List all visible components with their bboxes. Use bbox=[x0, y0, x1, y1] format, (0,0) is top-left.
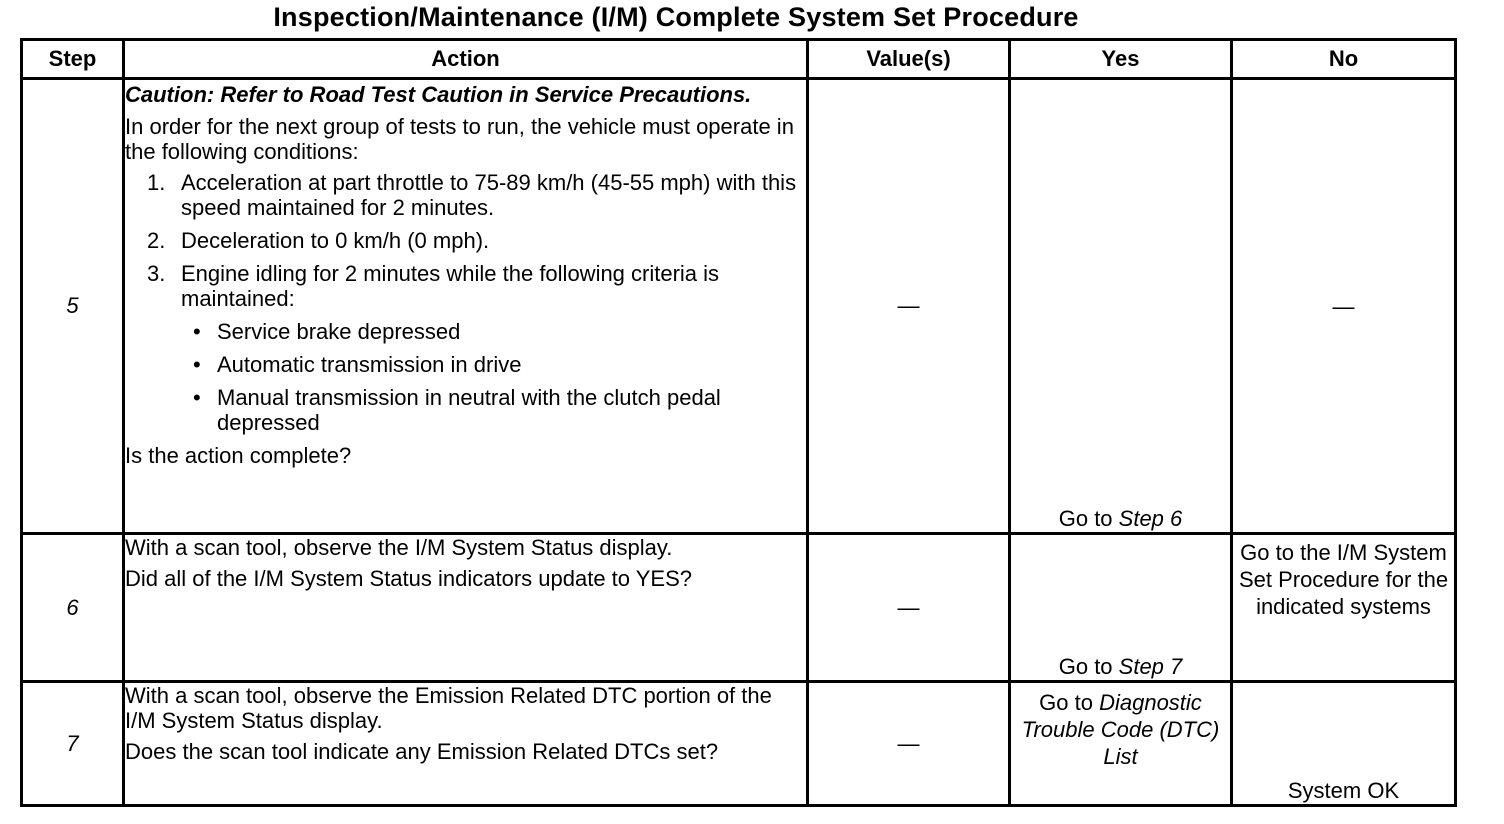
yes-cell: Go to Step 6 bbox=[1008, 77, 1233, 535]
value-cell: — bbox=[806, 77, 1011, 535]
value-cell: — bbox=[806, 680, 1011, 807]
action-cell: With a scan tool, observe the Emission R… bbox=[122, 680, 809, 807]
yes-step-link[interactable]: Step 6 bbox=[1118, 506, 1183, 531]
caution-text: Caution: Refer to Road Test Caution in S… bbox=[125, 82, 752, 107]
no-cell: — bbox=[1230, 77, 1457, 535]
list-number: 3. bbox=[147, 261, 166, 286]
header-step: Step bbox=[20, 38, 125, 80]
question-text: Does the scan tool indicate any Emission… bbox=[125, 739, 719, 764]
condition-list: 1. Acceleration at part throttle to 75-8… bbox=[125, 170, 806, 435]
header-no: No bbox=[1230, 38, 1457, 80]
header-action: Action bbox=[122, 38, 809, 80]
list-item: • Automatic transmission in drive bbox=[181, 352, 806, 377]
procedure-table: Step Action Value(s) Yes No 5 Caution: R… bbox=[20, 38, 1457, 807]
instruction-text: With a scan tool, observe the I/M System… bbox=[125, 535, 673, 560]
list-text: Acceleration at part throttle to 75-89 k… bbox=[181, 170, 797, 220]
no-cell: System OK bbox=[1230, 680, 1457, 807]
list-text: Manual transmission in neutral with the … bbox=[217, 385, 721, 435]
yes-cell: Go to Diagnostic Trouble Code (DTC) List bbox=[1008, 680, 1233, 807]
list-text: Service brake depressed bbox=[217, 319, 461, 344]
list-item: 1. Acceleration at part throttle to 75-8… bbox=[125, 170, 806, 220]
action-cell: Caution: Refer to Road Test Caution in S… bbox=[122, 77, 809, 535]
intro-text: In order for the next group of tests to … bbox=[125, 114, 794, 164]
bullet-icon: • bbox=[193, 319, 201, 344]
yes-step-link[interactable]: Step 7 bbox=[1118, 654, 1183, 679]
step-number: 5 bbox=[20, 77, 125, 535]
list-number: 2. bbox=[147, 228, 166, 253]
list-text: Engine idling for 2 minutes while the fo… bbox=[181, 261, 720, 311]
list-item: 2. Deceleration to 0 km/h (0 mph). bbox=[125, 228, 806, 253]
yes-prefix: Go to bbox=[1039, 690, 1100, 715]
bullet-icon: • bbox=[193, 385, 201, 410]
list-item: • Manual transmission in neutral with th… bbox=[181, 385, 806, 435]
question-text: Did all of the I/M System Status indicat… bbox=[125, 566, 692, 591]
value-cell: — bbox=[806, 532, 1011, 683]
no-cell: Go to the I/M System Set Procedure for t… bbox=[1230, 532, 1457, 683]
table-row: 6 With a scan tool, observe the I/M Syst… bbox=[20, 532, 1457, 683]
table-row: 5 Caution: Refer to Road Test Caution in… bbox=[20, 77, 1457, 535]
yes-prefix: Go to bbox=[1058, 506, 1119, 531]
bullet-icon: • bbox=[193, 352, 201, 377]
instruction-text: With a scan tool, observe the Emission R… bbox=[125, 683, 772, 733]
step-number: 6 bbox=[20, 532, 125, 683]
yes-cell: Go to Step 7 bbox=[1008, 532, 1233, 683]
table-row: 7 With a scan tool, observe the Emission… bbox=[20, 680, 1457, 807]
yes-prefix: Go to bbox=[1058, 654, 1119, 679]
yes-dtc-link[interactable]: Diagnostic Trouble Code (DTC) List bbox=[1021, 690, 1220, 769]
criteria-list: • Service brake depressed • Automatic tr… bbox=[181, 319, 806, 435]
header-row: Step Action Value(s) Yes No bbox=[20, 38, 1457, 80]
list-number: 1. bbox=[147, 170, 166, 195]
action-cell: With a scan tool, observe the I/M System… bbox=[122, 532, 809, 683]
page-title: Inspection/Maintenance (I/M) Complete Sy… bbox=[273, 2, 1079, 32]
step-number: 7 bbox=[20, 680, 125, 807]
list-item: 3. Engine idling for 2 minutes while the… bbox=[125, 261, 806, 435]
list-item: • Service brake depressed bbox=[181, 319, 806, 344]
header-yes: Yes bbox=[1008, 38, 1233, 80]
question-text: Is the action complete? bbox=[125, 443, 352, 468]
header-values: Value(s) bbox=[806, 38, 1011, 80]
list-text: Deceleration to 0 km/h (0 mph). bbox=[181, 228, 490, 253]
list-text: Automatic transmission in drive bbox=[217, 352, 522, 377]
